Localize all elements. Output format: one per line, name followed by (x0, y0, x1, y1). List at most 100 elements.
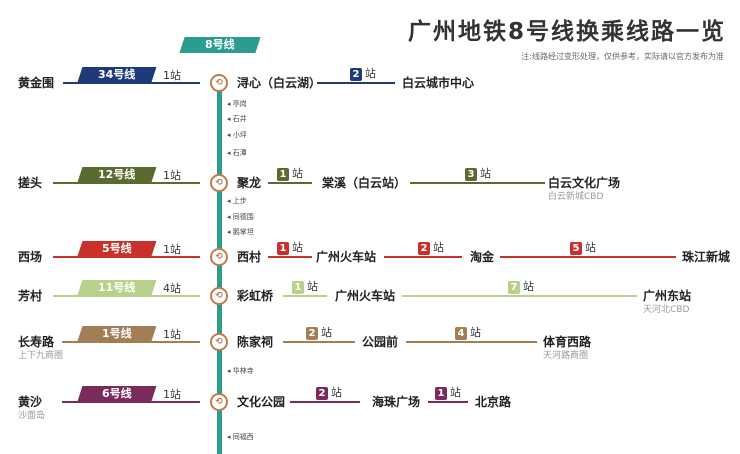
stop-count-unit: 站 (450, 386, 461, 399)
stop-count-unit: 站 (470, 326, 481, 339)
segment-track (410, 182, 545, 184)
stop-count-unit: 站 (331, 386, 342, 399)
segment-track (283, 295, 327, 297)
intermediate-station: ◂ 鹅掌坦 (227, 228, 254, 236)
connecting-line-badge: 34号线 (77, 67, 157, 82)
segment-track (283, 341, 355, 343)
interchange-station-name: 浔心（白云湖） (237, 76, 322, 90)
stop-count-number: 1 (277, 242, 289, 255)
line-8-badge: 8号线 (179, 37, 261, 53)
connecting-line-track (62, 341, 200, 343)
stop-count-unit: 站 (292, 167, 303, 180)
destination-station-name: 白云文化广场 (548, 176, 621, 190)
stop-count-unit: 站 (321, 326, 332, 339)
segment-track (428, 401, 468, 403)
destination-station-name: 淘金 (470, 250, 495, 264)
stop-count-number: 5 (570, 242, 582, 255)
connecting-line-track (62, 401, 200, 403)
interchange-station-name: 陈家祠 (237, 335, 274, 349)
destination-station-name: 海珠广场 (372, 395, 421, 409)
stop-count-number: 2 (306, 327, 318, 340)
intermediate-station: ◂ 亭岗 (227, 100, 247, 108)
stop-count: 1站 (163, 69, 181, 82)
line-label: 1号线 (102, 327, 132, 340)
stop-count: 4站 (163, 282, 181, 295)
line-label: 34号线 (98, 68, 136, 81)
stop-count: 1站 (163, 388, 181, 401)
segment-track (317, 82, 395, 84)
transfer-icon: ⟲ (210, 287, 228, 305)
destination-station-name: 公园前 (362, 335, 399, 349)
destination-station-name: 体育西路 (543, 335, 592, 349)
transfer-icon: ⟲ (210, 333, 228, 351)
interchange-station-name: 西村 (237, 250, 262, 264)
stop-count-unit: 站 (292, 241, 303, 254)
connecting-line-badge: 1号线 (77, 326, 157, 341)
line-label: 6号线 (102, 387, 132, 400)
transfer-icon: ⟲ (210, 74, 228, 92)
stop-count: 1站 (163, 243, 181, 256)
stop-count-unit: 站 (433, 241, 444, 254)
destination-area: 白云新城CBD (548, 192, 604, 202)
segment-track (500, 256, 676, 258)
left-station-name: 黄金围 (18, 76, 55, 90)
stop-count: 1站 (163, 328, 181, 341)
segment-track (268, 256, 312, 258)
intermediate-station: ◂ 上步 (227, 197, 247, 205)
left-station-name: 搓头 (18, 176, 43, 190)
intermediate-station: ◂ 石潭 (227, 149, 247, 157)
segment-track (384, 256, 462, 258)
left-station-name: 芳村 (18, 289, 43, 303)
interchange-station-name: 彩虹桥 (237, 289, 274, 303)
segment-track (290, 401, 360, 403)
stop-count-number: 1 (435, 387, 447, 400)
segment-track (402, 295, 637, 297)
intermediate-station: ◂ 同德围 (227, 213, 254, 221)
stop-count-number: 2 (418, 242, 430, 255)
intermediate-station: ◂ 小坪 (227, 131, 247, 139)
intermediate-station: ◂ 同福西 (227, 433, 254, 441)
transfer-icon: ⟲ (210, 393, 228, 411)
transfer-icon: ⟲ (210, 248, 228, 266)
stop-count-number: 7 (508, 281, 520, 294)
intermediate-station: ◂ 石井 (227, 115, 247, 123)
segment-track (406, 341, 537, 343)
destination-station-name: 珠江新城 (682, 250, 731, 264)
destination-station-name: 棠溪（白云站） (322, 176, 407, 190)
destination-area: 天河路商圈 (543, 351, 589, 361)
stop-count-number: 3 (465, 168, 477, 181)
connecting-line-badge: 12号线 (77, 167, 157, 182)
intermediate-station: ◂ 华林寺 (227, 367, 254, 375)
stop-count-number: 4 (455, 327, 467, 340)
disclaimer-note: 注:线路经过变形处理，仅供参考，实际请以官方发布为准 (521, 52, 724, 61)
line-label: 11号线 (98, 281, 136, 294)
connecting-line-track (53, 256, 200, 258)
connecting-line-track (63, 82, 200, 84)
left-station-name: 西场 (18, 250, 43, 264)
left-station-area: 沙面岛 (18, 411, 46, 421)
stop-count-unit: 站 (480, 167, 491, 180)
connecting-line-badge: 5号线 (77, 241, 157, 256)
connecting-line-track (53, 295, 200, 297)
interchange-station-name: 文化公园 (237, 395, 286, 409)
line-8-track (217, 90, 222, 454)
line-label: 5号线 (102, 242, 132, 255)
line-label: 12号线 (98, 168, 136, 181)
page-title: 广州地铁8号线换乘线路一览 (407, 19, 726, 45)
left-station-name: 长寿路 (18, 335, 55, 349)
stop-count-number: 2 (350, 68, 362, 81)
interchange-station-name: 聚龙 (237, 176, 262, 190)
destination-area: 天河北CBD (643, 305, 690, 315)
